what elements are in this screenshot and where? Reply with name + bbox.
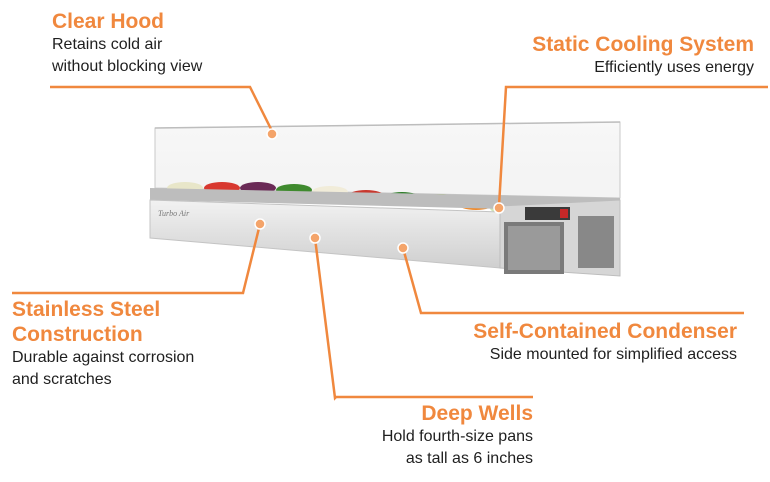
clear-hood-title: Clear Hood <box>52 10 165 33</box>
clear-hood-desc-line1: Retains cold air <box>52 36 163 53</box>
power-switch <box>560 209 568 218</box>
condenser-grille <box>504 216 614 274</box>
callout-stainless-steel: Stainless Steel Construction Durable aga… <box>12 297 194 391</box>
stainless-steel-desc-line2: and scratches <box>12 371 112 388</box>
clear-hood-desc-line2: without blocking view <box>52 58 203 75</box>
callout-static-cooling: Static Cooling System Efficiently uses e… <box>532 32 754 79</box>
static-cooling-title: Static Cooling System <box>532 33 754 56</box>
stainless-steel-desc-line1: Durable against corrosion <box>12 349 195 366</box>
deep-wells-title: Deep Wells <box>421 402 533 425</box>
stainless-steel-title-line1: Stainless Steel <box>12 298 161 321</box>
callout-deep-wells: Deep Wells Hold fourth-size pans as tall… <box>382 401 533 470</box>
leader-lines <box>12 85 768 401</box>
control-panel <box>525 207 570 220</box>
callout-condenser: Self-Contained Condenser Side mounted fo… <box>473 319 737 366</box>
stainless-steel-title-line2: Construction <box>12 323 143 346</box>
condenser-title: Self-Contained Condenser <box>473 320 737 343</box>
brand-mark: Turbo Air <box>158 209 190 218</box>
stainless-body: Turbo Air <box>149 188 621 277</box>
static-cooling-desc: Efficiently uses energy <box>594 59 754 76</box>
callout-clear-hood: Clear Hood Retains cold air without bloc… <box>52 9 202 78</box>
callout-dots <box>254 128 505 254</box>
condenser-desc: Side mounted for simplified access <box>489 346 737 363</box>
deep-wells-desc-line2: as tall as 6 inches <box>405 450 533 467</box>
deep-wells-desc-line1: Hold fourth-size pans <box>381 428 533 445</box>
